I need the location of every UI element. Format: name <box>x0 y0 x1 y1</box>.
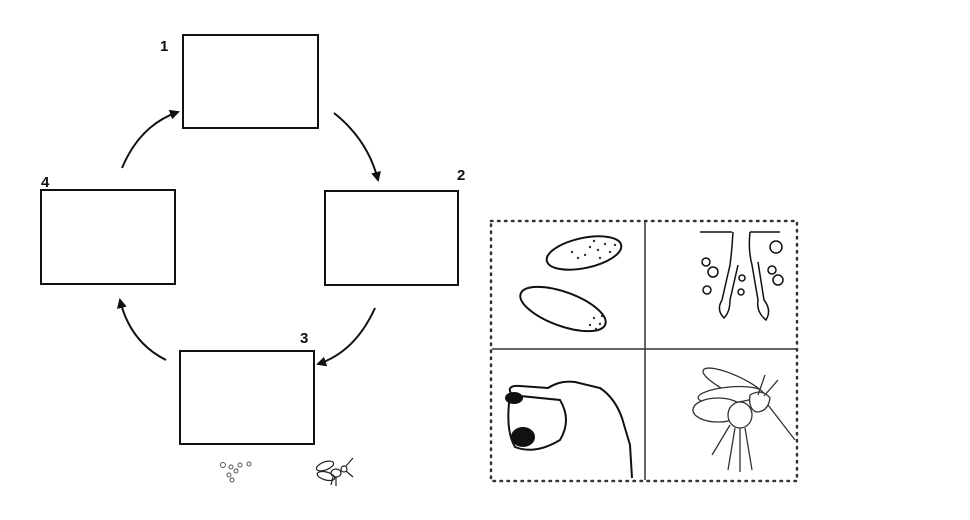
stage-label-2: 2 <box>457 167 465 184</box>
stage-box-3[interactable] <box>179 350 315 445</box>
eggs-image[interactable] <box>515 230 624 340</box>
adult-mosquito-image[interactable] <box>692 362 796 472</box>
arrow-2-to-3 <box>316 307 376 367</box>
stage-box-4[interactable] <box>40 189 176 285</box>
arrow-3-to-4 <box>116 298 167 361</box>
arrow-1-to-2 <box>333 112 381 182</box>
stage-box-1[interactable] <box>182 34 319 129</box>
picture-panel <box>489 219 799 483</box>
larvae-image[interactable] <box>700 231 784 322</box>
stage-label-3: 3 <box>300 330 308 347</box>
small-eggs-icon <box>220 461 252 483</box>
stage-label-4: 4 <box>41 174 50 191</box>
arrow-4-to-1 <box>121 109 180 169</box>
small-mosquito-icon <box>315 457 354 486</box>
stage-box-2[interactable] <box>324 190 459 286</box>
stage-label-1: 1 <box>160 38 168 55</box>
pupa-image[interactable] <box>505 380 633 479</box>
